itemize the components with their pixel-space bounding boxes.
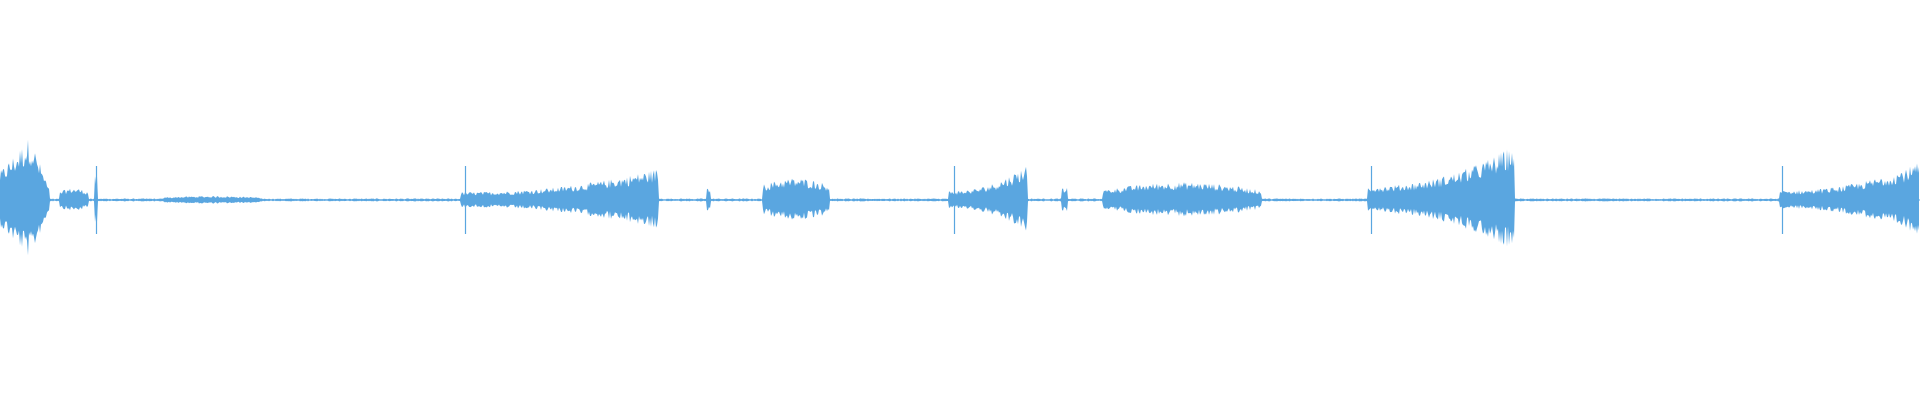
transient-marks <box>32 166 1784 234</box>
waveform-envelope <box>0 139 1919 256</box>
